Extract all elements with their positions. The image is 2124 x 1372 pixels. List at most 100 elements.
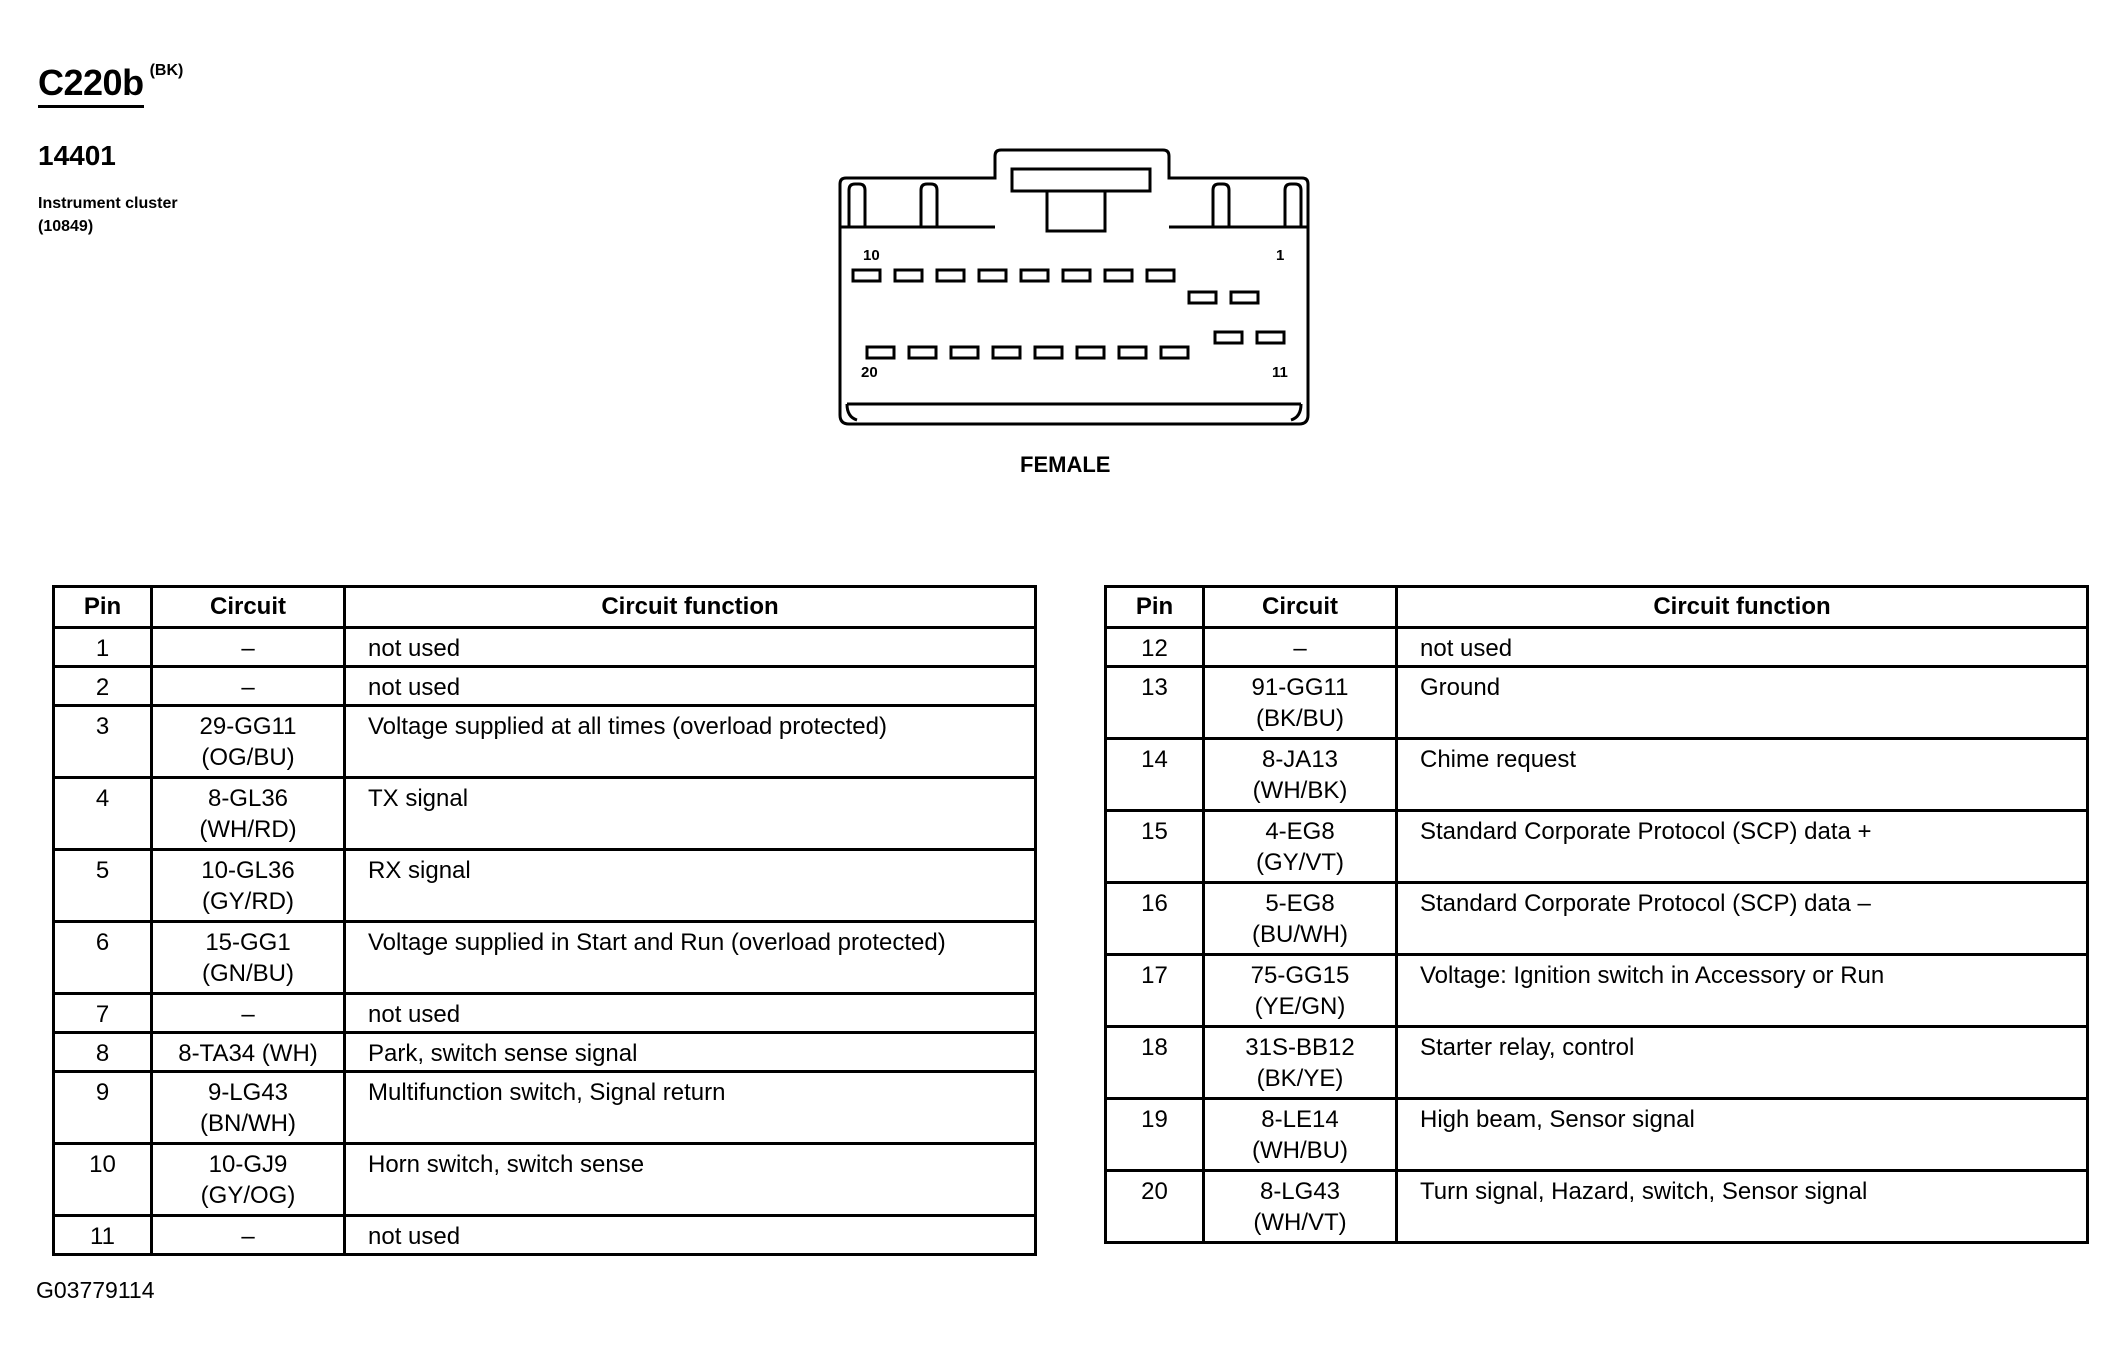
pin-number: 18: [1104, 1025, 1205, 1100]
circuit-cell: 75-GG15 (YE/GN): [1202, 953, 1398, 1028]
pin-cavity-2: [1187, 290, 1218, 305]
connector-id: C220b(BK): [38, 62, 184, 108]
pin-number: 12: [1104, 626, 1205, 668]
circuit-function: not used: [343, 665, 1037, 707]
circuit-code: 10-GJ9: [208, 1151, 288, 1178]
wire-color: (BK/YE): [1256, 1065, 1344, 1092]
pin-cavity-5: [1061, 268, 1092, 283]
circuit-function: Ground: [1395, 665, 2089, 740]
pin-number: 19: [1104, 1097, 1205, 1172]
circuit-function: RX signal: [343, 848, 1037, 923]
pin-number: 7: [52, 992, 153, 1034]
pin-cavity-7: [977, 268, 1008, 283]
pin-label-11: 11: [1272, 364, 1288, 381]
pin-number: 13: [1104, 665, 1205, 740]
pin-column-header: Pin: [1104, 585, 1205, 629]
pin-number: 6: [52, 920, 153, 995]
pin-cavity-4: [1103, 268, 1134, 283]
circuit-function: Voltage supplied at all times (overload …: [343, 704, 1037, 779]
circuit-code: 9-LG43: [207, 1079, 289, 1106]
pin-cavity-15: [1075, 345, 1106, 360]
pin-cavity-9: [893, 268, 924, 283]
circuit-code: 29-GG11: [199, 713, 297, 740]
pin-cavity-17: [991, 345, 1022, 360]
circuit-function: Multifunction switch, Signal return: [343, 1070, 1037, 1145]
pin-cavity-1: [1229, 290, 1260, 305]
pin-cavity-11: [1255, 330, 1286, 345]
circuit-function: not used: [343, 992, 1037, 1034]
component-label: Instrument cluster (10849): [38, 192, 178, 238]
circuit-code: 5-EG8: [1265, 890, 1335, 917]
connector-face-diagram: 10 1 20 11: [838, 148, 1310, 426]
circuit-function: Standard Corporate Protocol (SCP) data –: [1395, 881, 2089, 956]
wire-color: (GY/VT): [1256, 849, 1344, 876]
wire-color: (GY/OG): [200, 1182, 296, 1209]
circuit-function: Starter relay, control: [1395, 1025, 2089, 1100]
component-ref: (10849): [38, 218, 94, 235]
circuit-cell: 8-GL36(WH/RD): [150, 776, 346, 851]
table-row: 12–not used: [1104, 626, 2089, 668]
circuit-function: not used: [343, 626, 1037, 668]
pin-cavity-6: [1019, 268, 1050, 283]
wire-color: (BK/BU): [1255, 705, 1344, 732]
table-header-row: Pin Circuit Circuit function: [1104, 585, 2089, 629]
circuit-code: –: [241, 1001, 255, 1028]
circuit-cell: –: [150, 665, 346, 707]
circuit-cell: 8-TA34 (WH): [150, 1031, 346, 1073]
part-number: 14401: [38, 140, 116, 171]
pin-cavity-20: [865, 345, 896, 360]
circuit-code: 8-GL36: [207, 785, 289, 812]
pin-label-10: 10: [863, 247, 880, 264]
pin-number: 3: [52, 704, 153, 779]
pin-number: 17: [1104, 953, 1205, 1028]
pin-table-right: Pin Circuit Circuit function 12–not used…: [1104, 585, 2089, 1244]
pin-cavity-8: [935, 268, 966, 283]
circuit-cell: 10-GL36 (GY/RD): [150, 848, 346, 923]
figure-id: G03779114: [36, 1277, 155, 1303]
wire-color: (BU/WH): [1252, 921, 1348, 948]
circuit-code: 4-EG8: [1265, 818, 1335, 845]
wire-color: (GY/RD): [202, 888, 294, 915]
pin-number: 10: [52, 1142, 153, 1217]
pin-number: 2: [52, 665, 153, 707]
pin-number: 8: [52, 1031, 153, 1073]
pin-number: 20: [1104, 1169, 1205, 1244]
circuit-cell: 8-JA13(WH/BK): [1202, 737, 1398, 812]
circuit-cell: –: [150, 626, 346, 668]
wire-color: (OG/BU): [201, 744, 295, 771]
circuit-function: TX signal: [343, 776, 1037, 851]
wire-color: (YE/GN): [1254, 993, 1346, 1020]
circuit-cell: 31S-BB12(BK/YE): [1202, 1025, 1398, 1100]
wire-color: (WH/VT): [1253, 1209, 1347, 1236]
table-row: 3 29-GG11 (OG/BU) Voltage supplied at all t…: [52, 704, 1037, 779]
circuit-cell: 5-EG8 (BU/WH): [1202, 881, 1398, 956]
pin-cavity-19: [907, 345, 938, 360]
circuit-function: not used: [343, 1214, 1037, 1256]
circuit-code: –: [241, 1223, 255, 1250]
circuit-cell: 9-LG43 (BN/WH): [150, 1070, 346, 1145]
pin-column-header: Pin: [52, 585, 153, 629]
circuit-code: 10-GL36: [201, 857, 295, 884]
pin-cavity-18: [949, 345, 980, 360]
circuit-cell: 10-GJ9 (GY/OG): [150, 1142, 346, 1217]
connector-color-code: (BK): [149, 62, 184, 79]
component-name: Instrument cluster: [38, 195, 178, 212]
pin-number: 11: [52, 1214, 153, 1256]
pin-number: 15: [1104, 809, 1205, 884]
wire-color: (BN/WH): [200, 1110, 296, 1137]
circuit-code: 75-GG15: [1250, 962, 1350, 989]
circuit-code: –: [241, 635, 255, 662]
circuit-column-header: Circuit: [1202, 585, 1398, 629]
circuit-code: 15-GG1: [205, 929, 291, 956]
pin-cavity-3: [1145, 268, 1176, 283]
